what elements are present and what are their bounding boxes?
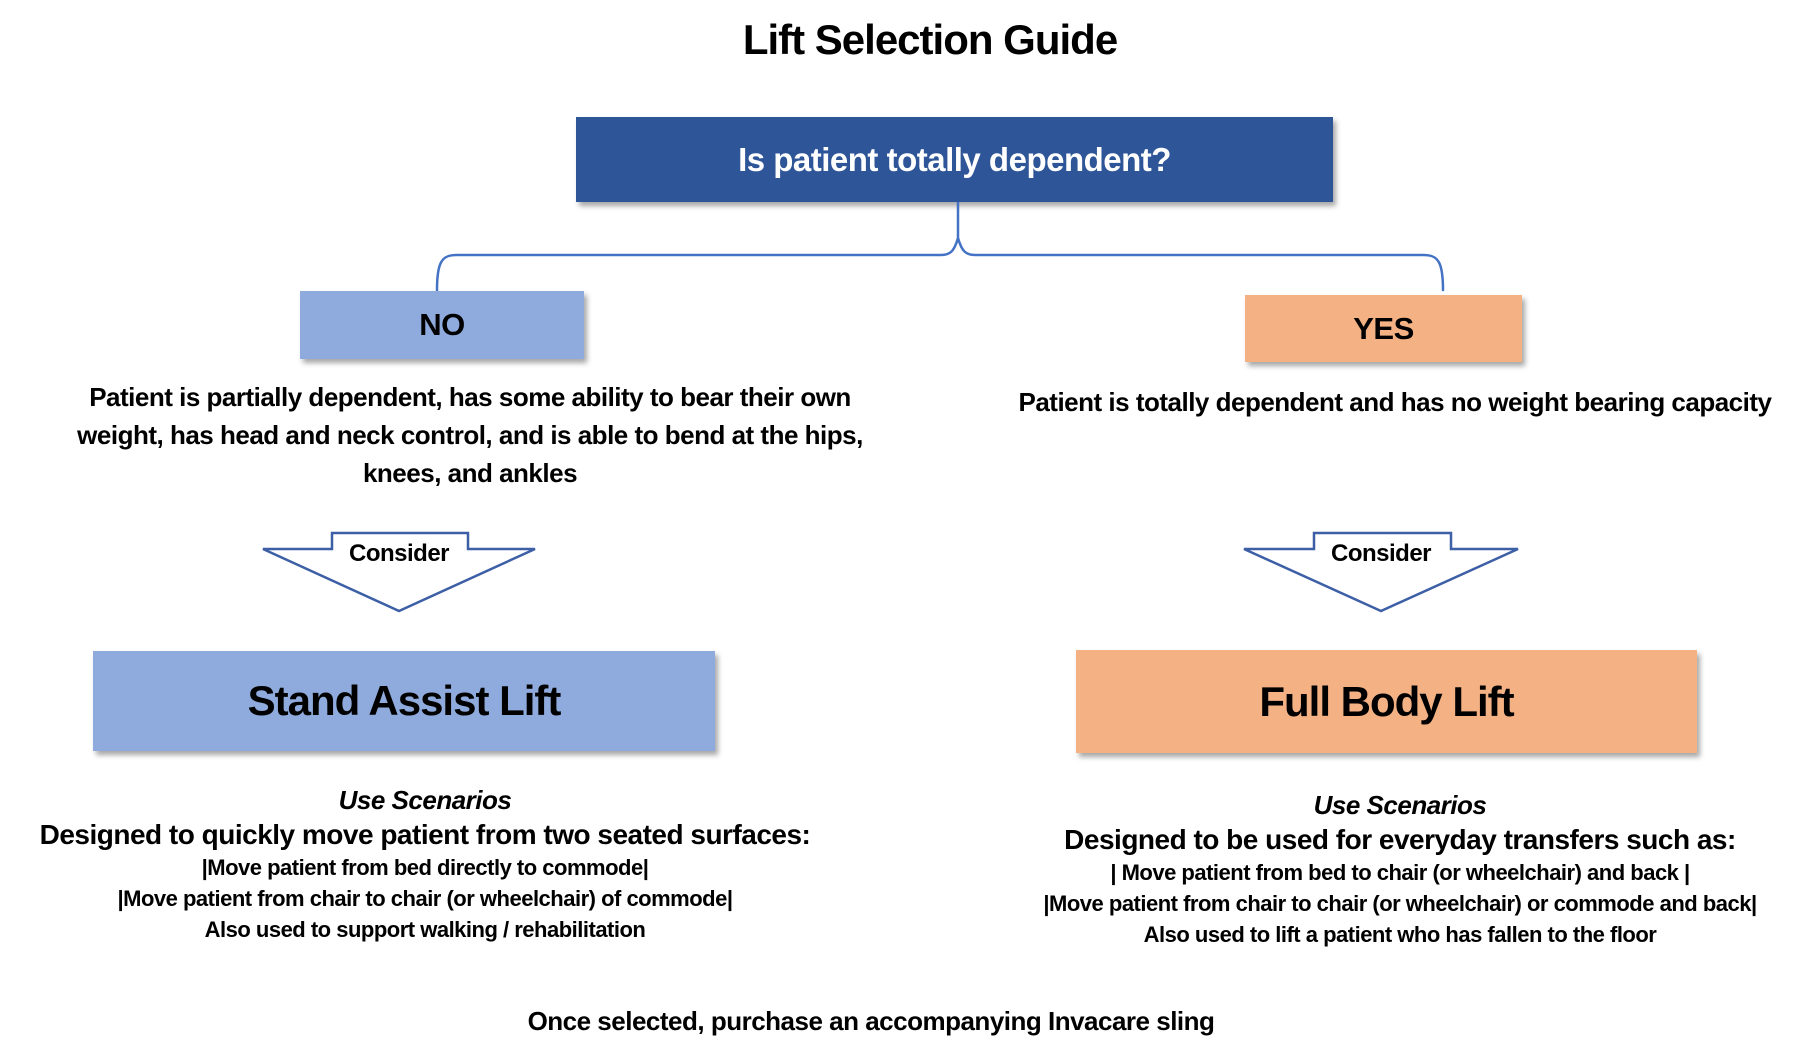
yes-branch-description: Patient is totally dependent and has no … <box>1018 387 1772 417</box>
decision-question-box: Is patient totally dependent? <box>576 117 1333 202</box>
no-branch-label: NO <box>419 307 465 342</box>
decision-question-label: Is patient totally dependent? <box>738 140 1171 178</box>
no-consider-label: Consider <box>348 540 450 567</box>
footer-note: Once selected, purchase an accompanying … <box>527 1006 1215 1036</box>
yes-consider-arrow: Consider <box>1242 531 1520 613</box>
down-arrow-icon <box>1243 531 1519 613</box>
full-body-use-scenarios: Use Scenarios Designed to be used for ev… <box>985 788 1812 950</box>
down-arrow-icon <box>262 531 536 613</box>
no-branch-box: NO <box>300 291 584 359</box>
use-scenario-item: |Move patient from chair to chair (or wh… <box>117 886 733 911</box>
use-scenarios-heading: Use Scenarios <box>338 785 512 815</box>
use-scenario-item: |Move patient from bed directly to commo… <box>201 855 649 880</box>
full-body-lift-label: Full Body Lift <box>1259 677 1514 725</box>
use-scenario-item: | Move patient from bed to chair (or whe… <box>1110 860 1690 885</box>
no-branch-description: Patient is partially dependent, has some… <box>77 382 863 488</box>
use-scenarios-intro: Designed to quickly move patient from tw… <box>39 819 811 850</box>
yes-consider-label: Consider <box>1330 540 1432 567</box>
stand-assist-lift-label: Stand Assist Lift <box>247 677 562 724</box>
yes-branch-box: YES <box>1245 295 1522 362</box>
stand-assist-lift-box: Stand Assist Lift <box>93 651 715 751</box>
yes-branch-label: YES <box>1353 310 1414 346</box>
use-scenario-item: |Move patient from chair to chair (or wh… <box>1043 891 1757 916</box>
down-arrow-shape <box>262 531 536 613</box>
use-scenarios-heading: Use Scenarios <box>1313 790 1487 820</box>
page-title: Lift Selection Guide <box>742 16 1118 63</box>
use-scenarios-intro: Designed to be used for everyday transfe… <box>1064 824 1736 855</box>
brace-connector-path <box>435 202 1445 292</box>
no-consider-arrow: Consider <box>261 531 537 613</box>
down-arrow-shape <box>1243 531 1519 613</box>
use-scenario-item: Also used to support walking / rehabilit… <box>204 917 646 942</box>
full-body-lift-box: Full Body Lift <box>1076 650 1697 753</box>
branch-brace-connector <box>435 202 1445 292</box>
stand-assist-use-scenarios: Use Scenarios Designed to quickly move p… <box>10 783 840 945</box>
use-scenario-item: Also used to lift a patient who has fall… <box>1143 922 1657 947</box>
